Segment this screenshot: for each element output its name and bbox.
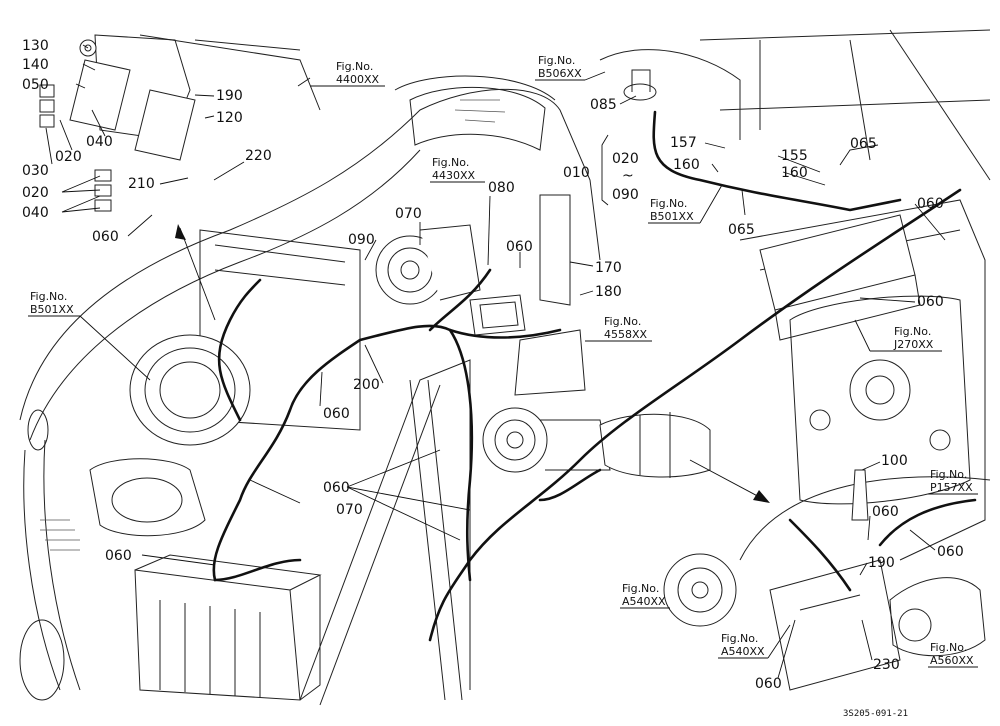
callout-060-center: 060 (323, 480, 350, 496)
svg-text:4558XX: 4558XX (604, 328, 648, 341)
svg-text:Fig.No.: Fig.No. (894, 325, 931, 338)
svg-text:Fig.No.: Fig.No. (604, 315, 641, 328)
callout-020-left: 020 (22, 185, 49, 201)
callout-030: 030 (22, 163, 49, 179)
svg-text:Fig.No.: Fig.No. (622, 582, 659, 595)
callout-085: 085 (590, 97, 617, 113)
callout-100: 100 (881, 453, 908, 469)
callout-065-b: 065 (850, 136, 877, 152)
callout-210: 210 (128, 176, 155, 192)
svg-text:Fig.No.: Fig.No. (538, 54, 575, 67)
callout-040-left: 040 (22, 205, 49, 221)
fig-ref-b506xx[interactable]: Fig.No. B506XX (535, 54, 606, 81)
svg-text:4430XX: 4430XX (432, 169, 476, 182)
callout-180: 180 (595, 284, 622, 300)
svg-text:B501XX: B501XX (650, 210, 694, 223)
callout-230: 230 (873, 657, 900, 673)
fig-ref-p157xx[interactable]: Fig.No. P157XX (928, 468, 978, 495)
callout-labels: 130 140 050 040 020 030 020 040 060 210 … (22, 38, 964, 692)
svg-text:Fig.No.: Fig.No. (721, 632, 758, 645)
figure-references: Fig.No. 4400XX Fig.No. B501XX Fig.No. 44… (28, 54, 978, 668)
tractor-line-art (19, 29, 991, 706)
svg-text:B501XX: B501XX (30, 303, 74, 316)
fig-ref-4430xx[interactable]: Fig.No. 4430XX (430, 156, 485, 183)
callout-157: 157 (670, 135, 697, 151)
callout-090: 090 (348, 232, 375, 248)
svg-text:A540XX: A540XX (622, 595, 666, 608)
callout-155: 155 (781, 148, 808, 164)
leader-lines (45, 44, 946, 679)
callout-050: 050 (22, 77, 49, 93)
drawing-code: 3S205-091-21 (843, 709, 908, 719)
wiring-harness (212, 110, 977, 642)
callout-060-right-low-2: 060 (937, 544, 964, 560)
callout-060-bottom: 060 (755, 676, 782, 692)
callout-040-top: 040 (86, 134, 113, 150)
callout-190-bottom: 190 (868, 555, 895, 571)
svg-text:Fig.No.: Fig.No. (930, 468, 967, 481)
svg-text:J270XX: J270XX (893, 338, 934, 351)
callout-060-right-low: 060 (872, 504, 899, 520)
callout-060-right-mid: 060 (917, 294, 944, 310)
callout-070-top: 070 (395, 206, 422, 222)
callout-160-a: 160 (673, 157, 700, 173)
fig-ref-b501xx-left[interactable]: Fig.No. B501XX (28, 290, 151, 381)
callout-060-bottom-left: 060 (105, 548, 132, 564)
svg-text:Fig.No.: Fig.No. (30, 290, 67, 303)
callout-160-b: 160 (781, 165, 808, 181)
callout-060-left: 060 (92, 229, 119, 245)
callout-140: 140 (22, 57, 49, 73)
fig-ref-b501xx-right[interactable]: Fig.No. B501XX (648, 184, 723, 224)
svg-text:4400XX: 4400XX (336, 73, 380, 86)
callout-065-a: 065 (728, 222, 755, 238)
svg-text:Fig.No.: Fig.No. (432, 156, 469, 169)
callout-190-top: 190 (216, 88, 243, 104)
svg-text:A560XX: A560XX (930, 654, 974, 667)
svg-text:B506XX: B506XX (538, 67, 582, 80)
callout-070-center: 070 (336, 502, 363, 518)
svg-text:Fig.No.: Fig.No. (650, 197, 687, 210)
callout-060-mid: 060 (323, 406, 350, 422)
callout-tilde: ~ (622, 168, 634, 184)
fig-ref-a560xx[interactable]: Fig.No. A560XX (928, 641, 978, 668)
pointer-arrows (175, 224, 770, 503)
callout-060-right-top: 060 (917, 196, 944, 212)
callout-120: 120 (216, 110, 243, 126)
callout-090-range: 090 (612, 187, 639, 203)
callout-220: 220 (245, 148, 272, 164)
callout-010: 010 (563, 165, 590, 181)
callout-200: 200 (353, 377, 380, 393)
callout-170: 170 (595, 260, 622, 276)
fig-ref-4558xx[interactable]: Fig.No. 4558XX (585, 315, 652, 342)
fig-ref-a540xx-b[interactable]: Fig.No. A540XX (718, 624, 791, 659)
fig-ref-4400xx[interactable]: Fig.No. 4400XX (310, 60, 385, 87)
callout-130: 130 (22, 38, 49, 54)
svg-text:A540XX: A540XX (721, 645, 765, 658)
fig-ref-a540xx-a[interactable]: Fig.No. A540XX (620, 582, 670, 609)
svg-text:P157XX: P157XX (930, 481, 973, 494)
callout-060-comp: 060 (506, 239, 533, 255)
svg-text:Fig.No.: Fig.No. (336, 60, 373, 73)
callout-020-top: 020 (55, 149, 82, 165)
callout-080: 080 (488, 180, 515, 196)
svg-text:Fig.No.: Fig.No. (930, 641, 967, 654)
fig-ref-j270xx[interactable]: Fig.No. J270XX (854, 319, 942, 352)
callout-020-range: 020 (612, 151, 639, 167)
